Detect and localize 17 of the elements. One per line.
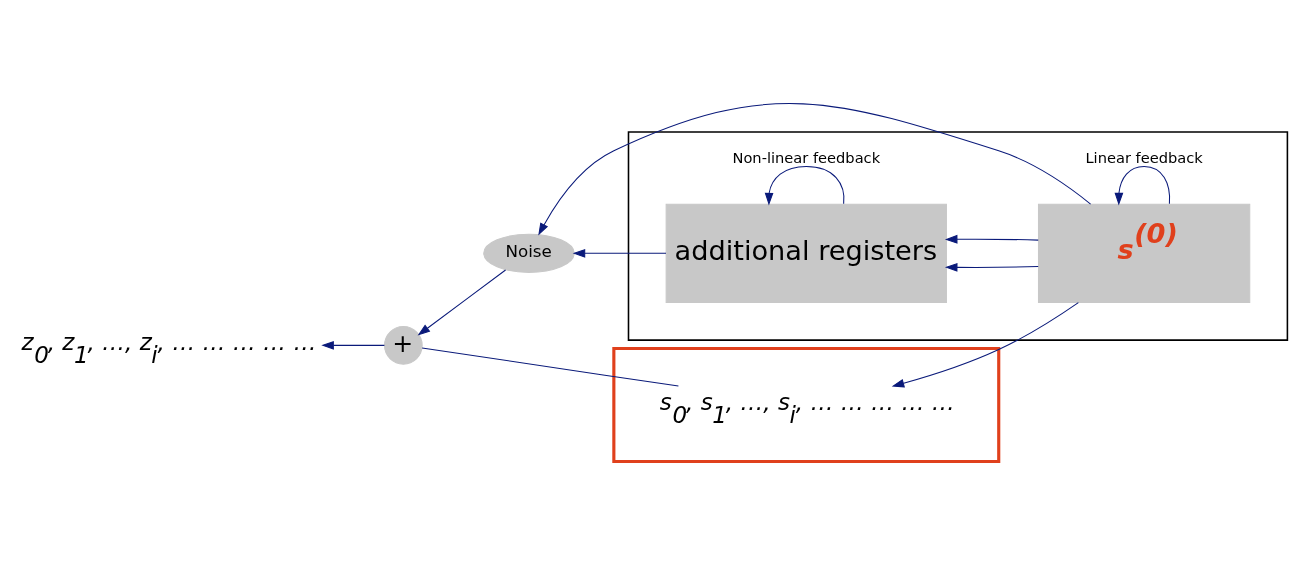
arrow [891, 301, 1079, 387]
cluster [612, 346, 1001, 463]
node-circle: + [384, 325, 423, 365]
node-ellipse: Noise [483, 233, 575, 273]
cluster [627, 130, 1289, 341]
arrow [321, 340, 385, 350]
node-box: additional registers [665, 203, 947, 303]
arrow [944, 234, 1039, 244]
connector [421, 346, 679, 387]
arrow [417, 268, 507, 335]
arrow [764, 165, 845, 205]
arrow [944, 262, 1039, 272]
arrow [538, 102, 1092, 236]
arrow [572, 248, 667, 258]
arrow [1114, 165, 1171, 205]
edge-label: Non-linear feedback [732, 148, 881, 166]
edge-label: Linear feedback [1085, 148, 1203, 166]
